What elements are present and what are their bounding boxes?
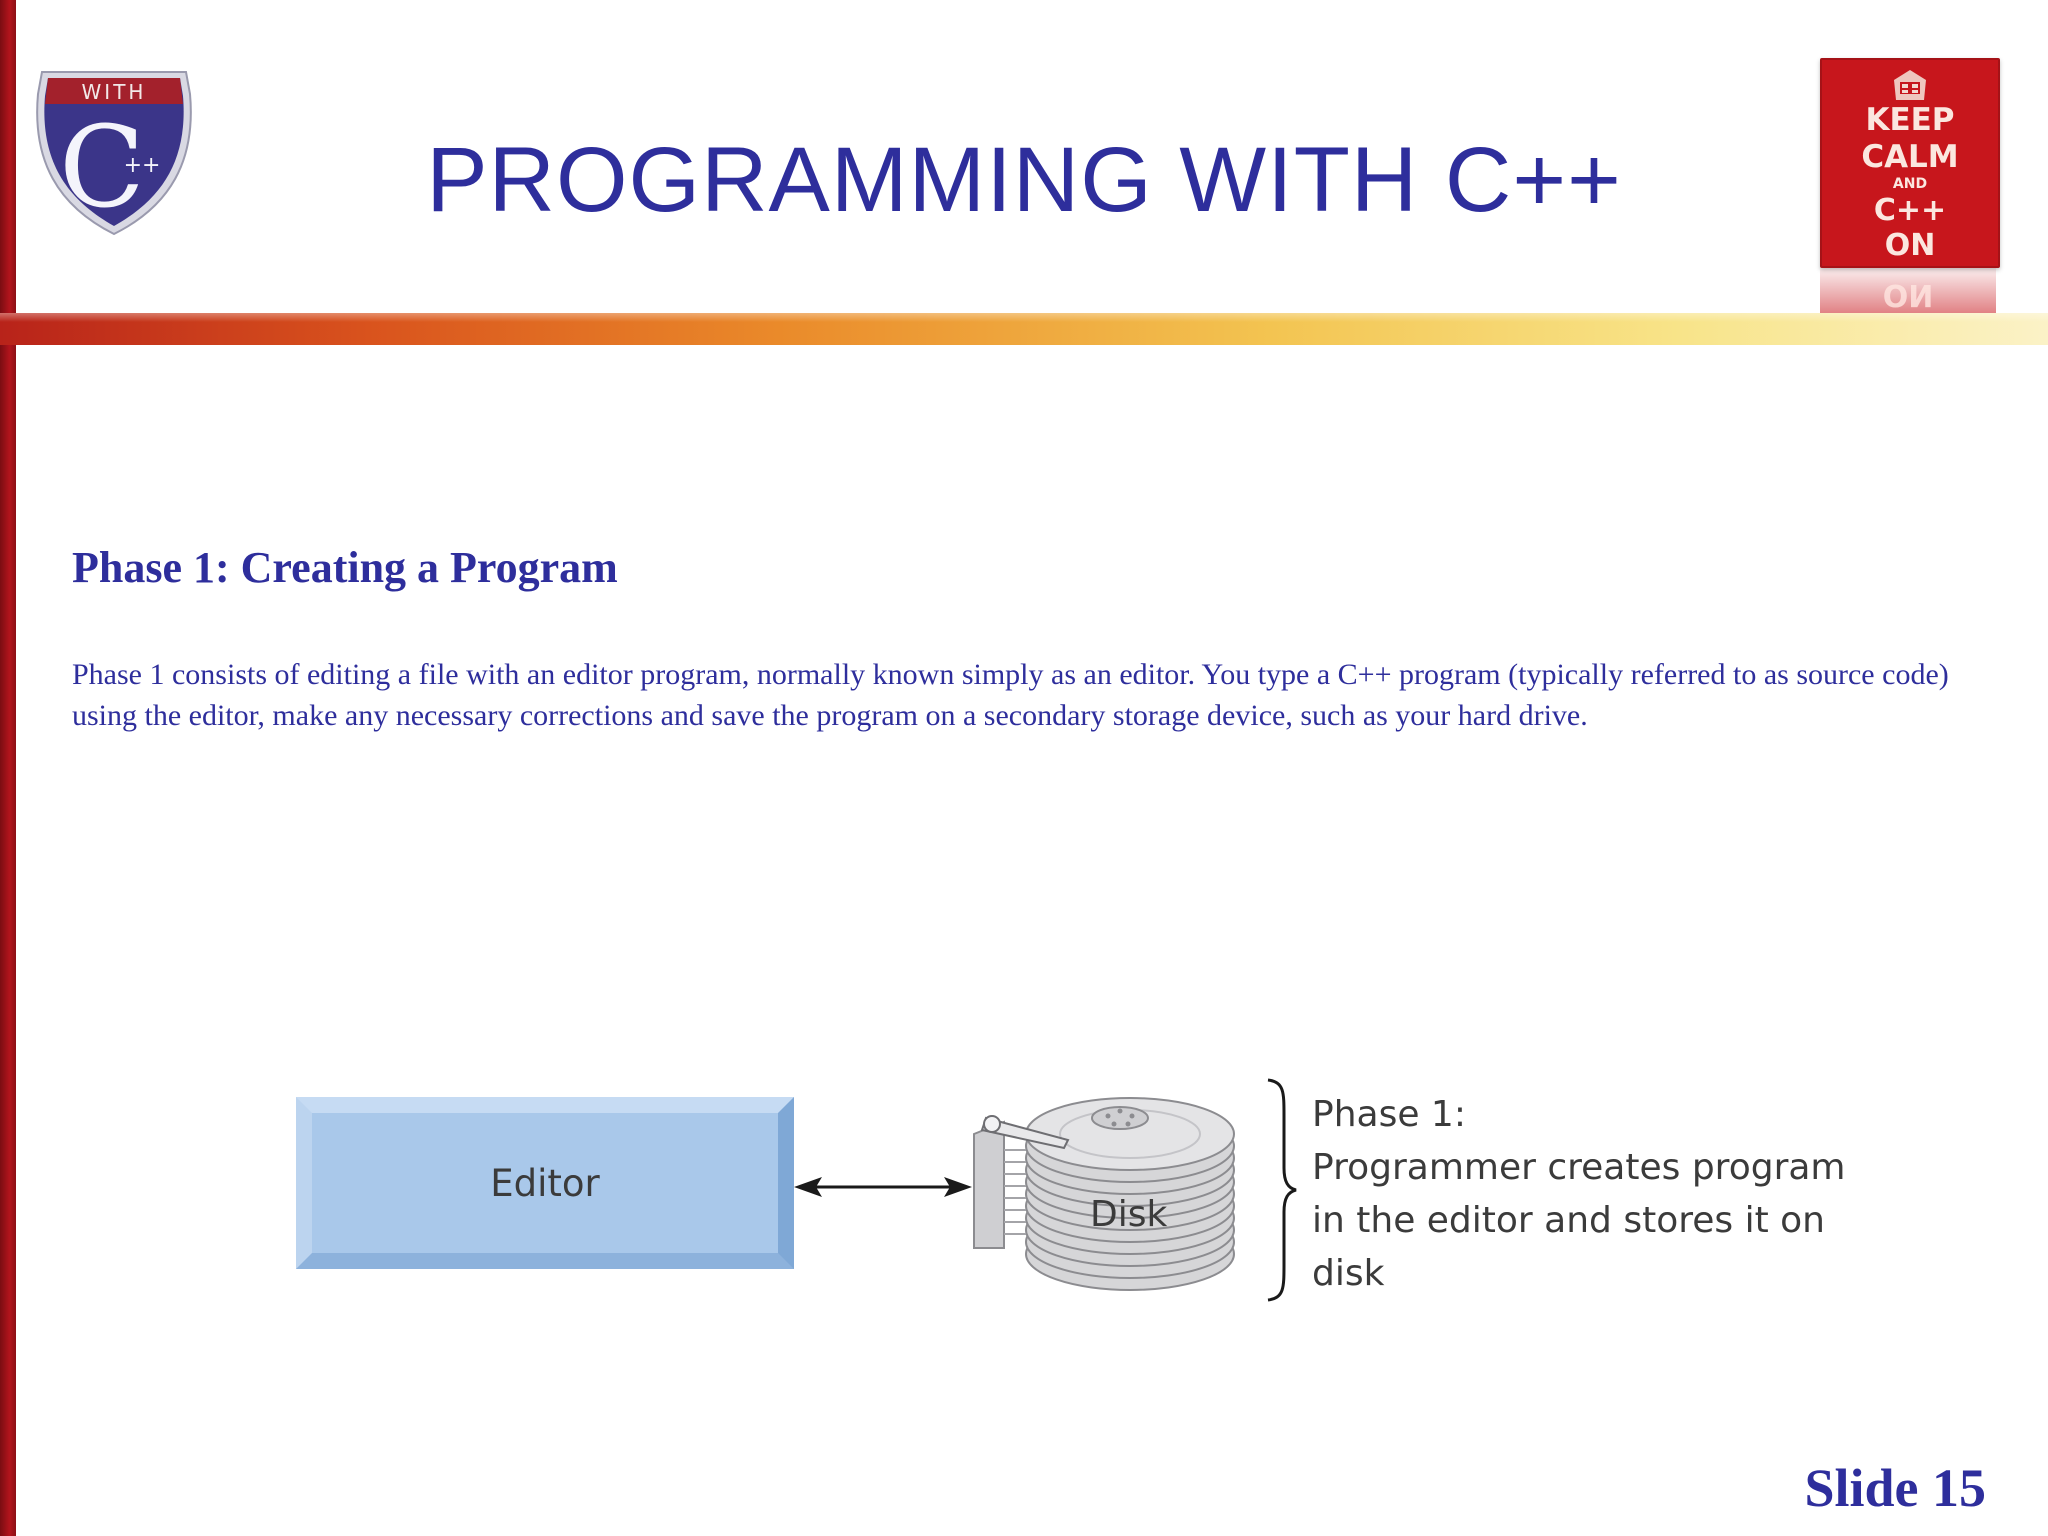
crown-icon: [1894, 70, 1926, 100]
poster-line-cpp: C++: [1873, 193, 1947, 228]
phase-description: Phase 1: Programmer creates program in t…: [1312, 1088, 1872, 1300]
phase-line: Phase 1:: [1312, 1094, 1466, 1135]
poster-line-on: ON: [1884, 228, 1936, 263]
editor-box: Editor: [296, 1097, 794, 1269]
logo-top-text: WITH: [82, 80, 147, 104]
editor-label: Editor: [490, 1161, 600, 1205]
phase-line: in the editor and stores it on: [1312, 1200, 1825, 1241]
phase-line: disk: [1312, 1253, 1385, 1294]
poster-line-and: AND: [1892, 176, 1928, 192]
poster-reflection: ON: [1820, 266, 1996, 314]
phase-line: Programmer creates program: [1312, 1147, 1846, 1188]
slide-title: PROGRAMMING WITH C++: [426, 129, 1622, 231]
keep-calm-poster: KEEP CALM AND C++ ON: [1820, 58, 2000, 268]
with-cpp-shield-logo: WITH C ++: [36, 71, 192, 236]
disk-icon: [973, 1097, 1235, 1291]
logo-letter: C: [59, 103, 145, 233]
body-paragraph: Phase 1 consists of editing a file with …: [72, 658, 1949, 732]
double-arrow-icon: [794, 1177, 972, 1197]
poster-line-keep: KEEP: [1865, 102, 1955, 138]
logo-suffix: ++: [124, 153, 161, 178]
header-gradient-band: [0, 313, 2048, 345]
poster-line-calm: CALM: [1861, 139, 1959, 175]
disk-label: Disk: [1090, 1194, 1168, 1235]
section-heading: Phase 1: Creating a Program: [72, 543, 618, 592]
slide-number: Slide 15: [1804, 1458, 1986, 1518]
left-accent-rule: [0, 0, 16, 1536]
curly-brace-icon: [1267, 1078, 1297, 1302]
